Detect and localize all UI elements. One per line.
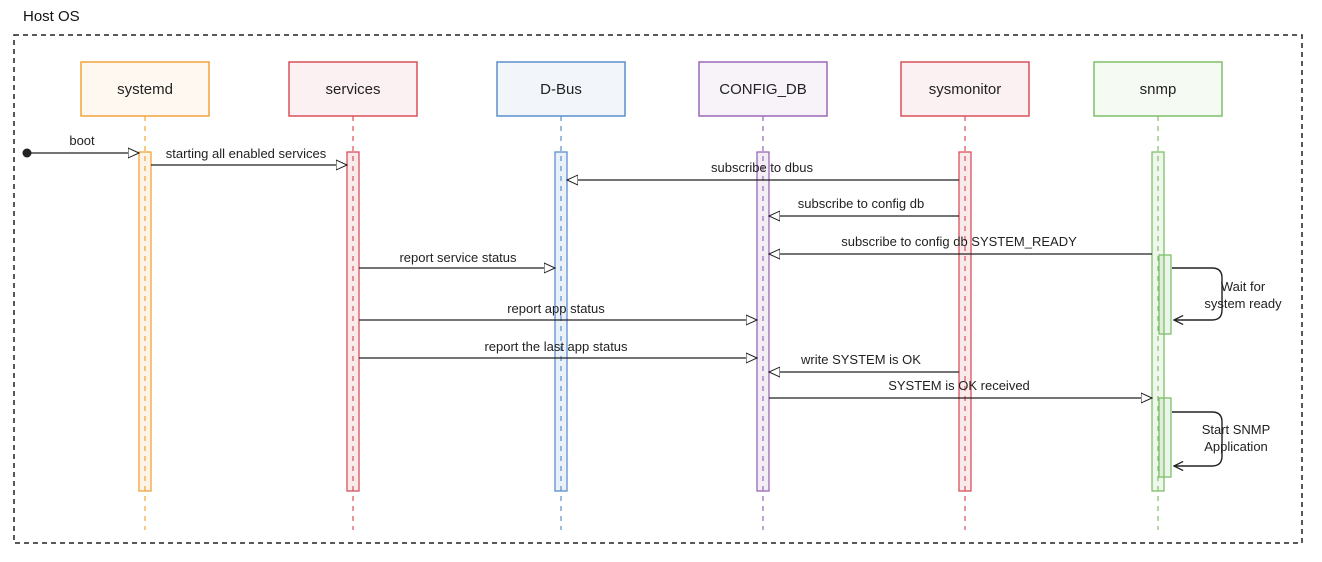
message-9[interactable]: write SYSTEM is OK	[769, 352, 959, 372]
message-label-1: boot	[69, 133, 95, 148]
message-label-10: SYSTEM is OK received	[888, 378, 1030, 393]
message-2[interactable]: starting all enabled services	[151, 146, 347, 165]
participant-sysmonitor[interactable]: sysmonitor	[900, 61, 1030, 117]
frame-title: Host OS	[23, 8, 80, 25]
self-message-2[interactable]: Start SNMP Application	[1172, 411, 1271, 466]
participant-box-config_db	[698, 61, 828, 117]
participant-box-snmp	[1093, 61, 1223, 117]
participant-box-sysmonitor	[900, 61, 1030, 117]
self-loop-arrow-2	[1172, 411, 1223, 466]
message-label-4: subscribe to config db	[798, 196, 924, 211]
nested-activation-snmp-1	[1158, 254, 1172, 335]
start-point-icon	[22, 148, 32, 158]
message-1[interactable]: boot	[22, 133, 140, 158]
self-message-1[interactable]: Wait for system ready	[1172, 267, 1282, 320]
message-8[interactable]: report the last app status	[359, 339, 757, 358]
participant-label-services: services	[325, 81, 380, 98]
message-10[interactable]: SYSTEM is OK received	[769, 378, 1152, 398]
message-label-6: report service status	[399, 250, 517, 265]
participant-box-dbus	[496, 61, 626, 117]
message-label-9: write SYSTEM is OK	[800, 352, 921, 367]
self-note-label-1-1: Wait for	[1221, 279, 1266, 294]
message-4[interactable]: subscribe to config db	[769, 196, 959, 216]
activation-services	[346, 151, 360, 492]
participant-label-systemd: systemd	[117, 81, 173, 98]
activation-dbus	[554, 151, 568, 492]
message-label-8: report the last app status	[484, 339, 628, 354]
self-note-label-2-2: Application	[1204, 439, 1268, 454]
participant-config_db[interactable]: CONFIG_DB	[698, 61, 828, 117]
activation-systemd	[138, 151, 152, 492]
activation-sysmonitor	[958, 151, 972, 492]
participant-label-snmp: snmp	[1140, 81, 1177, 98]
activation-config_db	[756, 151, 770, 492]
activation-snmp	[1151, 151, 1165, 492]
nested-activation-snmp-2	[1158, 397, 1172, 478]
participant-label-dbus: D-Bus	[540, 81, 582, 98]
participant-dbus[interactable]: D-Bus	[496, 61, 626, 117]
message-label-7: report app status	[507, 301, 605, 316]
message-3[interactable]: subscribe to dbus	[567, 160, 959, 180]
participant-box-services	[288, 61, 418, 117]
participant-label-config_db: CONFIG_DB	[719, 81, 807, 98]
message-label-3: subscribe to dbus	[711, 160, 813, 175]
message-label-2: starting all enabled services	[166, 146, 327, 161]
message-5[interactable]: subscribe to config db SYSTEM_READY	[769, 234, 1152, 254]
participant-label-sysmonitor: sysmonitor	[929, 81, 1002, 98]
message-label-5: subscribe to config db SYSTEM_READY	[841, 234, 1077, 249]
message-6[interactable]: report service status	[359, 250, 555, 268]
self-note-label-1-2: system ready	[1204, 296, 1282, 311]
participant-services[interactable]: services	[288, 61, 418, 117]
self-loop-arrow-1	[1172, 267, 1223, 320]
message-7[interactable]: report app status	[359, 301, 757, 320]
participant-systemd[interactable]: systemd	[80, 61, 210, 117]
participant-box-systemd	[80, 61, 210, 117]
self-note-label-2-1: Start SNMP	[1202, 422, 1271, 437]
participant-snmp[interactable]: snmp	[1093, 61, 1223, 117]
host-os-frame	[13, 34, 1303, 544]
